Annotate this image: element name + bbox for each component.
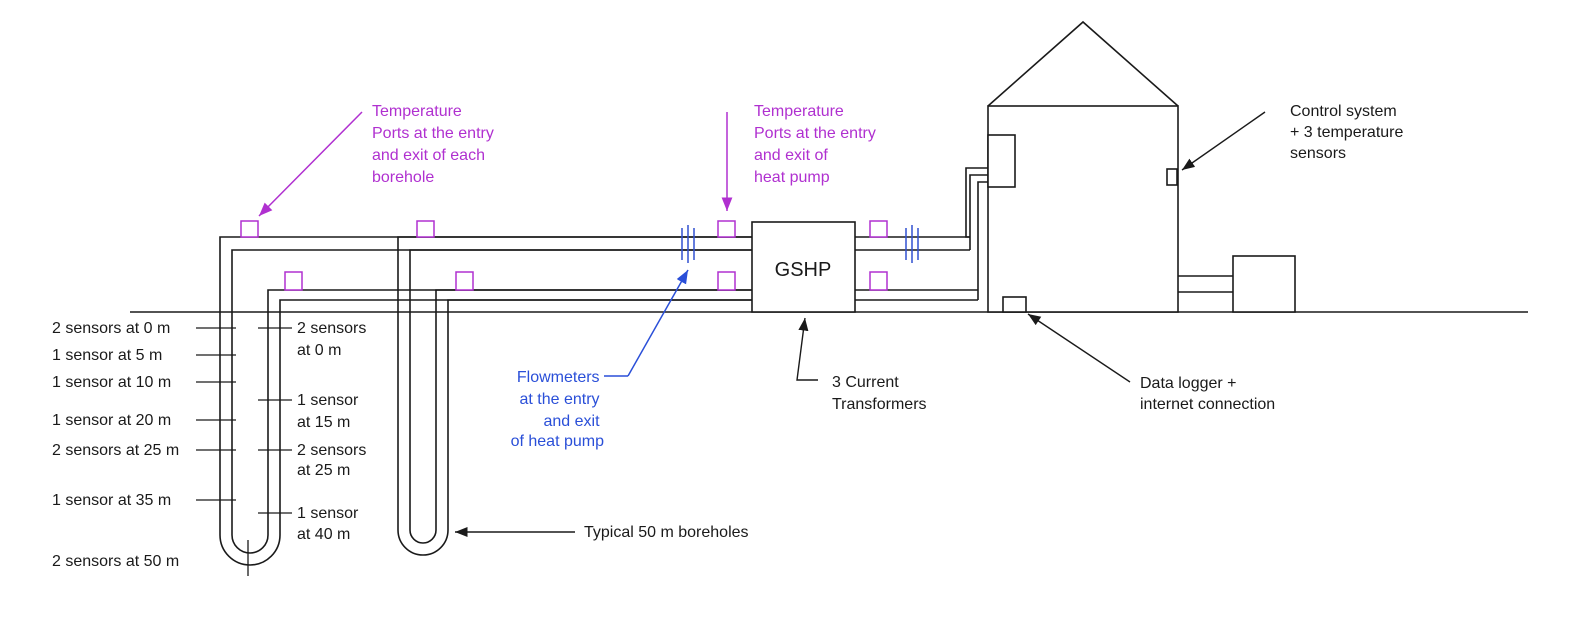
temp-port-heat-pump-entry — [717, 220, 736, 238]
temp-port-house-bottom — [869, 271, 888, 291]
house-riser-3 — [965, 167, 988, 238]
sensor-label-right: 2 sensors at 0 m — [297, 320, 371, 359]
label-data-logger-line-1: Data logger + — [1140, 375, 1237, 392]
borehole-2-outer-pipe — [397, 236, 757, 556]
callout-arrow-current-transformers — [796, 317, 818, 381]
flowmeter-house — [905, 225, 919, 263]
house-roof — [987, 20, 1179, 107]
label-temp-ports-boreholes: Temperature Ports at the entry and exit … — [372, 103, 498, 186]
callout-arrow-flowmeters — [627, 269, 689, 377]
house-riser-2 — [977, 181, 988, 300]
temp-port-borehole-1-entry — [240, 220, 259, 238]
label-control-system-line-3: sensors — [1290, 145, 1346, 162]
borehole-2-inner-pipe — [409, 249, 757, 544]
label-control-system: Control system + 3 temperature sensors — [1290, 103, 1408, 162]
label-temp-ports-heat-pump-line-4: heat pump — [754, 169, 830, 186]
temp-port-borehole-1-exit — [284, 271, 303, 291]
temp-port-house-top — [869, 220, 888, 238]
label-flowmeters: Flowmeters at the entry and exit of heat… — [511, 369, 605, 450]
sensor-label-left: 1 sensor at 5 m — [52, 347, 162, 364]
sensor-label-left: 1 sensor at 20 m — [52, 412, 171, 429]
control-system-box — [1166, 168, 1178, 186]
house-body — [987, 105, 1179, 313]
label-data-logger-line-2: internet connection — [1140, 396, 1275, 413]
gshp-box — [751, 221, 856, 313]
label-flowmeters-line-3: and exit — [544, 413, 601, 430]
sensor-label-right-line: at 15 m — [297, 414, 350, 431]
temp-port-borehole-2-entry — [416, 220, 435, 238]
callout-arrow-data-logger — [1027, 313, 1131, 383]
label-current-transformers-line-2: Transformers — [832, 396, 927, 413]
borehole-1-inner-pipe — [231, 249, 757, 554]
label-temp-ports-heat-pump: Temperature Ports at the entry and exit … — [754, 103, 880, 186]
sensor-label-left: 1 sensor at 35 m — [52, 492, 171, 509]
temp-port-heat-pump-exit — [717, 271, 736, 291]
sensor-label-right-line: 2 sensors — [297, 442, 366, 459]
external-unit — [1232, 255, 1296, 313]
label-temp-ports-boreholes-line-1: Temperature — [372, 103, 462, 120]
gshp-label: GSHP — [775, 259, 832, 281]
label-flowmeters-line-2: at the entry — [520, 391, 600, 408]
label-temp-ports-heat-pump-line-1: Temperature — [754, 103, 844, 120]
sensor-label-right-line: at 40 m — [297, 526, 350, 543]
label-temp-ports-boreholes-line-3: and exit of each — [372, 147, 485, 164]
sensor-label-right-line: at 25 m — [297, 462, 350, 479]
callout-arrow-control-system — [1181, 111, 1266, 171]
label-flowmeters-line-1: Flowmeters — [517, 369, 600, 386]
borehole-1-outer-pipe — [219, 236, 757, 566]
sensor-label-right-line: 1 sensor — [297, 505, 359, 522]
sensor-label-right: 1 sensor at 40 m — [297, 505, 363, 543]
label-current-transformers: 3 Current Transformers — [832, 374, 927, 413]
label-control-system-line-2: + 3 temperature — [1290, 124, 1404, 141]
label-typical-boreholes: Typical 50 m boreholes — [584, 524, 749, 541]
label-data-logger: Data logger + internet connection — [1140, 375, 1275, 413]
sensor-label-right: 2 sensors at 25 m — [297, 442, 371, 479]
label-temp-ports-heat-pump-line-2: Ports at the entry — [754, 125, 876, 142]
sensor-label-right-line: 1 sensor — [297, 392, 359, 409]
sensor-label-right-line: at 0 m — [297, 342, 341, 359]
sensor-label-left: 1 sensor at 10 m — [52, 374, 171, 391]
label-temp-ports-boreholes-line-2: Ports at the entry — [372, 125, 494, 142]
label-control-system-line-1: Control system — [1290, 103, 1397, 120]
sensor-label-right-line: 2 sensors — [297, 320, 366, 337]
sensor-label-right: 1 sensor at 15 m — [297, 392, 363, 431]
temp-port-borehole-2-exit — [455, 271, 474, 291]
callout-arrow-boreholes-ports — [258, 111, 363, 217]
label-flowmeters-line-4: of heat pump — [511, 433, 605, 450]
sensor-label-left: 2 sensors at 0 m — [52, 320, 170, 337]
data-logger-box — [1002, 296, 1027, 313]
label-temp-ports-heat-pump-line-3: and exit of — [754, 147, 828, 164]
label-temp-ports-boreholes-line-4: borehole — [372, 169, 434, 186]
sensor-label-left: 2 sensors at 50 m — [52, 553, 179, 570]
house-inner-unit — [987, 134, 1016, 188]
sensor-label-left: 2 sensors at 25 m — [52, 442, 179, 459]
house-riser-1 — [969, 174, 988, 250]
label-current-transformers-line-1: 3 Current — [832, 374, 899, 391]
flowmeter-heat-pump — [681, 225, 695, 263]
